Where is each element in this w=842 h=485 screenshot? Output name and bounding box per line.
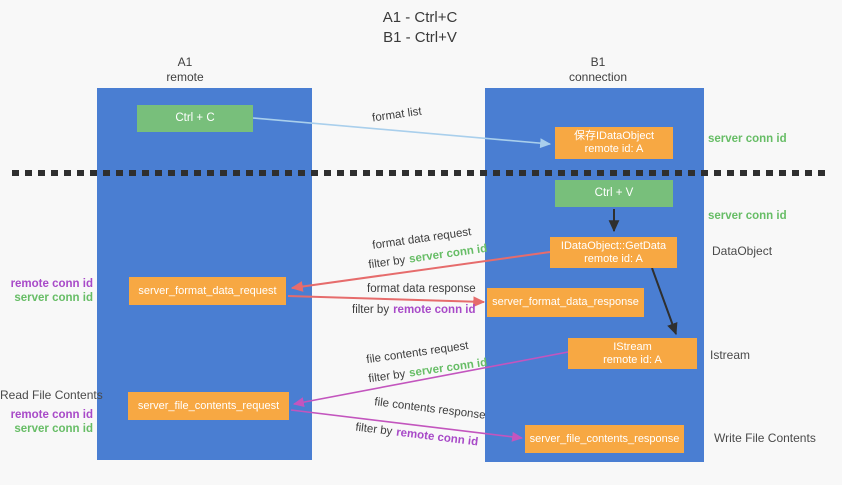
node-server-file-contents-request: server_file_contents_request xyxy=(128,392,289,420)
format-data-response-label: format data response xyxy=(367,283,476,295)
right-istream-label: Istream xyxy=(710,348,751,362)
save-idataobject-line2: remote id: A xyxy=(584,143,644,155)
remote-conn-id-text: remote conn id xyxy=(393,304,476,316)
left-server-conn-id-2: server conn id xyxy=(14,423,93,435)
getdata-line2: remote id: A xyxy=(584,252,643,265)
left-read-file-contents-label: Read File Contents xyxy=(0,388,103,402)
left-remote-conn-id-1: remote conn id xyxy=(10,278,93,290)
ctrl-c-label: Ctrl + C xyxy=(175,112,215,124)
node-istream: IStream remote id: A xyxy=(568,338,697,369)
file-contents-response-label: file contents response xyxy=(373,396,487,422)
lane-b-header: B1 connection xyxy=(538,55,658,85)
diagram-title: A1 - Ctrl+C B1 - Ctrl+V xyxy=(320,8,520,48)
getdata-line1: IDataObject::GetData xyxy=(560,239,667,252)
server-conn-id-text: server conn id xyxy=(408,242,488,266)
server-format-data-response-label: server_format_data_response xyxy=(492,296,639,308)
istream-line2: remote id: A xyxy=(603,353,662,366)
server-format-data-request-label: server_format_data_request xyxy=(138,284,277,297)
node-server-format-data-request: server_format_data_request xyxy=(129,277,286,305)
ctrl-v-label: Ctrl + V xyxy=(594,187,634,199)
node-ctrl-v: Ctrl + V xyxy=(555,180,673,207)
server-file-contents-response-label: server_file_contents_response xyxy=(529,432,680,445)
lane-b-name: B1 xyxy=(590,55,606,69)
right-server-conn-id-2: server conn id xyxy=(708,210,787,222)
lane-a-role: remote xyxy=(166,70,204,84)
left-server-conn-id-1: server conn id xyxy=(14,292,93,304)
node-save-idataobject: 保存IDataObject remote id: A xyxy=(555,127,673,159)
filter-by-text: filter by xyxy=(367,368,407,386)
save-idataobject-line1: 保存IDataObject xyxy=(573,130,655,142)
node-idataobject-getdata: IDataObject::GetData remote id: A xyxy=(550,237,677,268)
right-dataobject-label: DataObject xyxy=(712,244,773,258)
node-server-file-contents-response: server_file_contents_response xyxy=(525,425,684,453)
title-line-1: A1 - Ctrl+C xyxy=(382,9,458,26)
node-server-format-data-response: server_format_data_response xyxy=(487,288,644,317)
server-file-contents-request-label: server_file_contents_request xyxy=(137,399,280,412)
format-data-response-arrow xyxy=(287,295,486,308)
lane-b-role: connection xyxy=(568,70,628,84)
right-write-file-contents-label: Write File Contents xyxy=(714,431,816,445)
right-server-conn-id-1: server conn id xyxy=(708,133,787,145)
filter-by-text: filter by xyxy=(354,421,393,438)
istream-line1: IStream xyxy=(613,340,652,353)
title-line-2: B1 - Ctrl+V xyxy=(383,29,457,46)
filter-by-text: filter by xyxy=(367,254,407,272)
lane-a-name: A1 xyxy=(177,55,193,69)
server-conn-id-text: server conn id xyxy=(408,356,488,380)
left-remote-conn-id-2: remote conn id xyxy=(10,409,93,421)
format-list-label: format list xyxy=(371,105,423,125)
remote-conn-id-text: remote conn id xyxy=(395,426,479,449)
filter-by-text: filter by xyxy=(352,304,390,316)
lane-a-header: A1 remote xyxy=(125,55,245,85)
node-ctrl-c: Ctrl + C xyxy=(137,105,253,132)
